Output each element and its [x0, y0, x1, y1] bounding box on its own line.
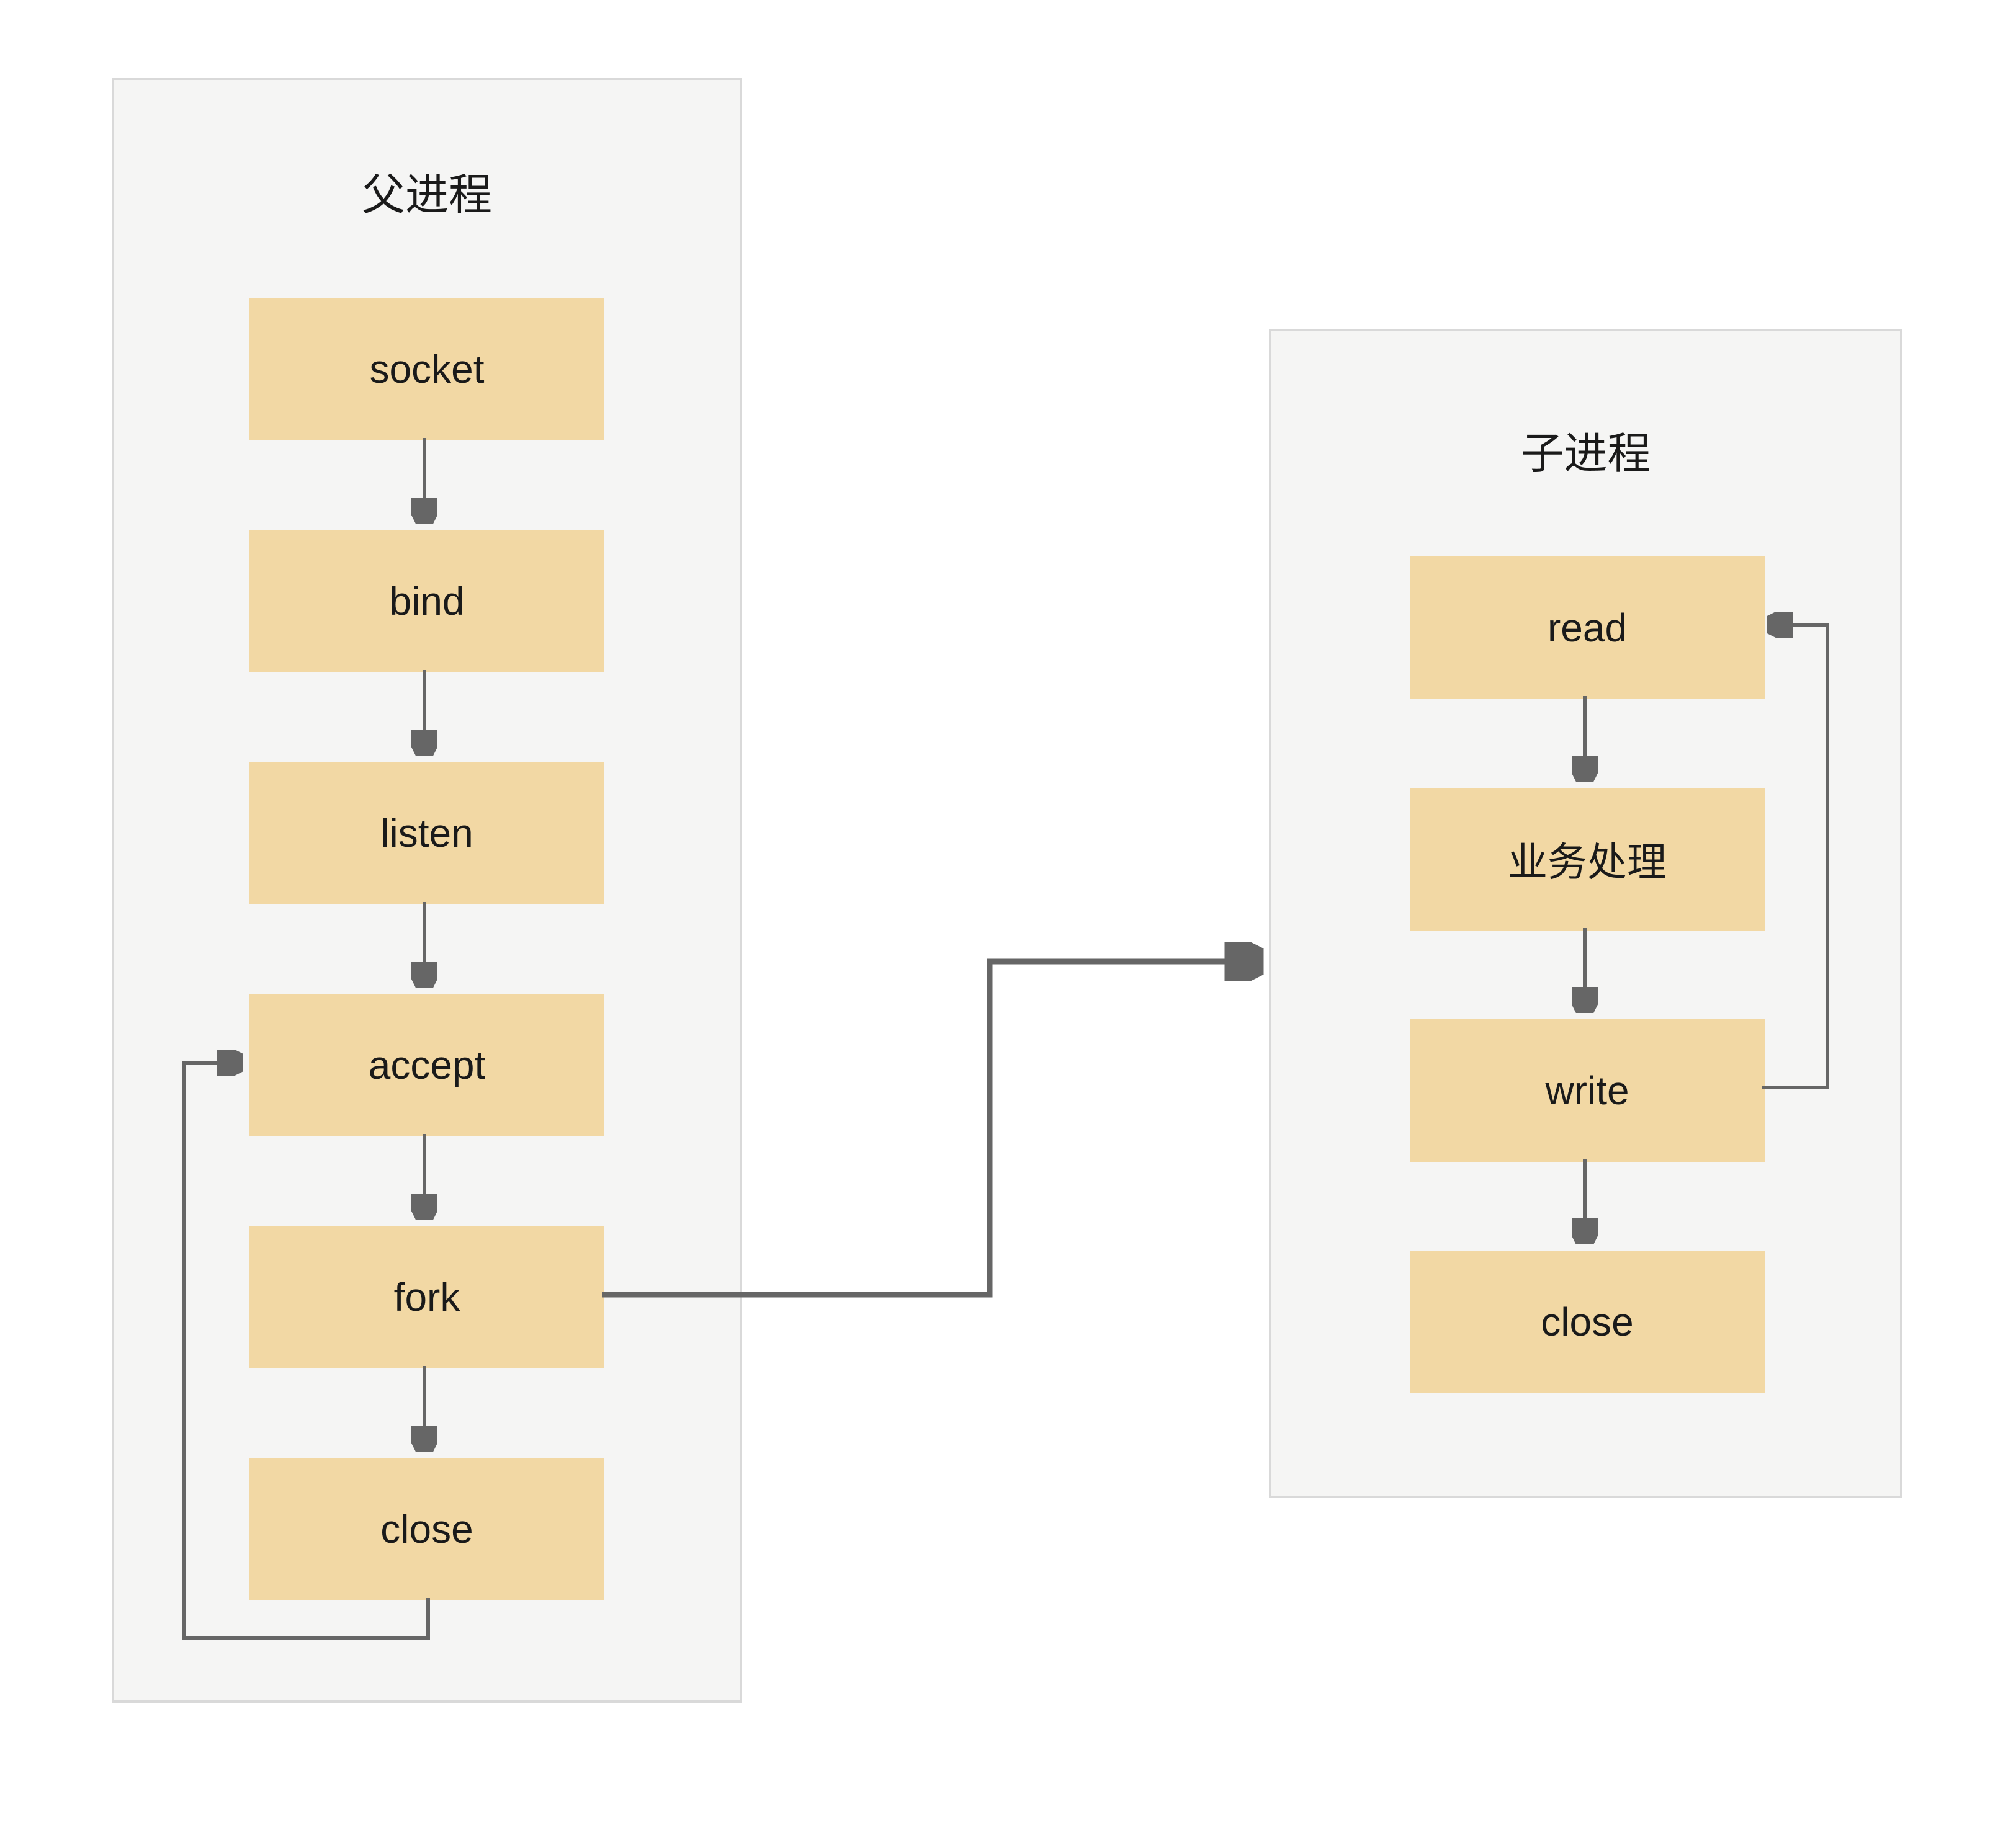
- node-write: write: [1410, 1019, 1765, 1162]
- node-close-parent-label: close: [380, 1507, 473, 1551]
- parent-process-panel: 父进程 socket bind listen accept fork close: [112, 78, 742, 1703]
- node-fork-label: fork: [393, 1275, 460, 1319]
- node-close-parent: close: [249, 1458, 604, 1600]
- node-accept: accept: [249, 994, 604, 1136]
- node-bind: bind: [249, 530, 604, 672]
- node-read-label: read: [1547, 605, 1628, 650]
- node-close-child: close: [1410, 1251, 1765, 1393]
- parent-panel-title: 父进程: [362, 171, 492, 219]
- node-fork: fork: [249, 1226, 604, 1368]
- node-accept-label: accept: [368, 1043, 486, 1087]
- node-socket-label: socket: [369, 347, 485, 391]
- node-listen-label: listen: [380, 811, 473, 855]
- node-close-child-label: close: [1541, 1300, 1634, 1344]
- node-read: read: [1410, 556, 1765, 699]
- child-panel-title: 子进程: [1520, 429, 1651, 478]
- node-bind-label: bind: [389, 579, 465, 623]
- child-process-panel: 子进程 read 业务处理 write close: [1269, 329, 1902, 1498]
- node-business-processing-label: 业务处理: [1508, 840, 1667, 885]
- node-socket: socket: [249, 298, 604, 440]
- node-business-processing: 业务处理: [1410, 788, 1765, 931]
- node-write-label: write: [1545, 1068, 1629, 1113]
- node-listen: listen: [249, 762, 604, 904]
